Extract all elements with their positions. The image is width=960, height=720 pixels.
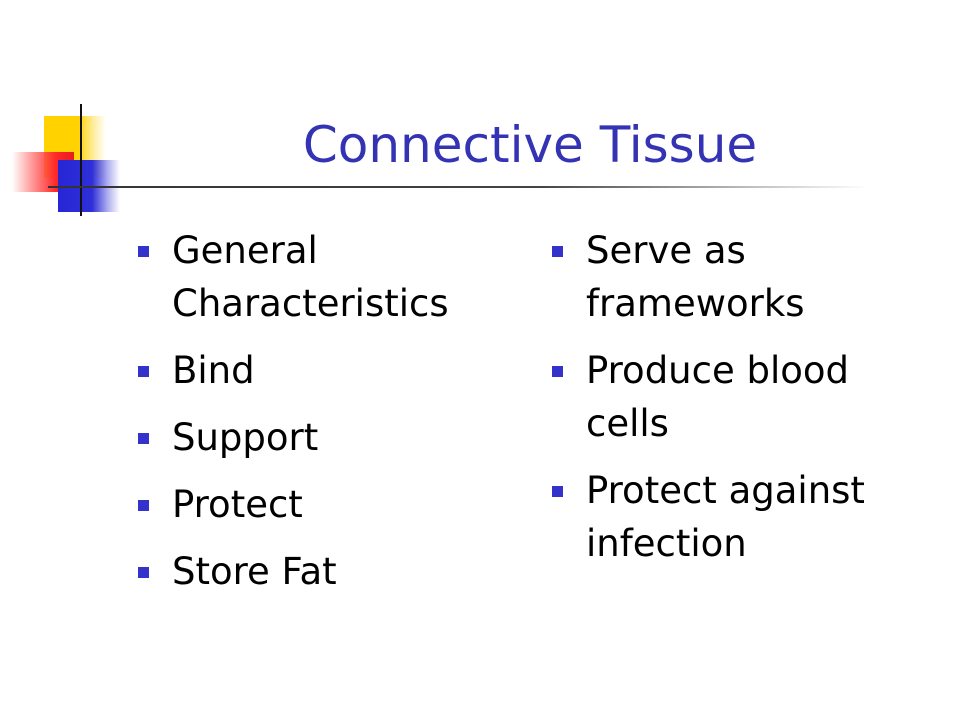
list-item-label: Support xyxy=(172,416,319,459)
square-bullet-icon xyxy=(138,366,149,377)
square-bullet-icon xyxy=(138,500,149,511)
list-item-label: Produce blood cells xyxy=(586,349,850,445)
list-item: Bind xyxy=(138,344,518,397)
vertical-rule xyxy=(80,104,82,216)
list-item-label: Store Fat xyxy=(172,550,337,593)
left-bullet-list: General Characteristics Bind Support Pro… xyxy=(138,224,518,612)
list-item-label: Protect against infection xyxy=(586,469,865,565)
list-item-label: Serve as frameworks xyxy=(586,229,805,325)
right-bullet-list: Serve as frameworks Produce blood cells … xyxy=(552,224,922,584)
list-item-label: General Characteristics xyxy=(172,229,449,325)
square-bullet-icon xyxy=(138,433,149,444)
square-bullet-icon xyxy=(552,366,563,377)
list-item: Protect against infection xyxy=(552,464,922,570)
list-item: Serve as frameworks xyxy=(552,224,922,330)
square-bullet-icon xyxy=(552,486,563,497)
list-item: Produce blood cells xyxy=(552,344,922,450)
list-item-label: Protect xyxy=(172,483,303,526)
square-bullet-icon xyxy=(138,567,149,578)
list-item-label: Bind xyxy=(172,349,255,392)
square-bullet-icon xyxy=(138,246,149,257)
list-item: Support xyxy=(138,411,518,464)
list-item: Store Fat xyxy=(138,545,518,598)
list-item: Protect xyxy=(138,478,518,531)
square-bullet-icon xyxy=(552,246,563,257)
list-item: General Characteristics xyxy=(138,224,518,330)
title-underline-rule xyxy=(48,186,868,188)
slide-title: Connective Tissue xyxy=(302,116,758,174)
